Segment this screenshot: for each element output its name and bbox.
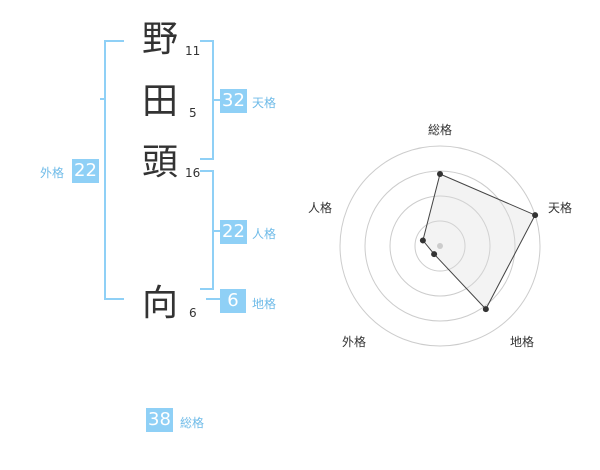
gaikaku-bracket xyxy=(104,40,124,300)
radar-polygon xyxy=(422,173,536,310)
jinkaku-connector xyxy=(212,230,222,232)
gaikaku-value: 22 xyxy=(72,159,99,183)
radar-axis-label-tenkaku: 天格 xyxy=(548,200,572,215)
radar-point xyxy=(482,306,489,313)
stroke-count-2: 5 xyxy=(189,106,197,120)
jinkaku-value: 22 xyxy=(220,220,247,244)
chikaku-label: 地格 xyxy=(252,297,277,311)
gaikaku-label: 外格 xyxy=(40,166,65,180)
radar-point xyxy=(431,251,438,258)
radar-ring xyxy=(389,195,491,297)
radar-point xyxy=(419,237,426,244)
radar-point xyxy=(532,212,539,219)
name-char-3: 頭 xyxy=(141,142,178,183)
tenkaku-value: 32 xyxy=(220,89,247,113)
radar-axis-label-gaikaku: 外格 xyxy=(342,334,366,349)
radar-center xyxy=(437,243,443,249)
gaikaku-connector xyxy=(100,98,106,100)
radar-axis-label-jinkaku: 人格 xyxy=(308,200,332,215)
chikaku-value: 6 xyxy=(220,289,246,313)
radar-ring xyxy=(414,220,466,272)
name-char-1: 野 xyxy=(141,19,178,60)
radar-ring xyxy=(339,145,541,347)
stroke-count-4: 6 xyxy=(189,306,197,320)
soukaku-value: 38 xyxy=(146,408,173,432)
radar-axis-label-soukaku: 総格 xyxy=(428,122,452,137)
jinkaku-label: 人格 xyxy=(252,227,277,241)
soukaku-label: 総格 xyxy=(180,416,205,430)
radar-points xyxy=(419,171,539,313)
name-char-2: 田 xyxy=(141,81,178,122)
radar-axis-label-chikaku: 地格 xyxy=(510,334,534,349)
name-char-4: 向 xyxy=(141,283,178,324)
stroke-count-1: 11 xyxy=(185,44,201,58)
tenkaku-label: 天格 xyxy=(252,96,277,110)
stroke-count-3: 16 xyxy=(185,166,201,180)
chikaku-connector xyxy=(206,298,222,300)
tenkaku-connector xyxy=(212,99,222,101)
radar-point xyxy=(437,171,443,177)
